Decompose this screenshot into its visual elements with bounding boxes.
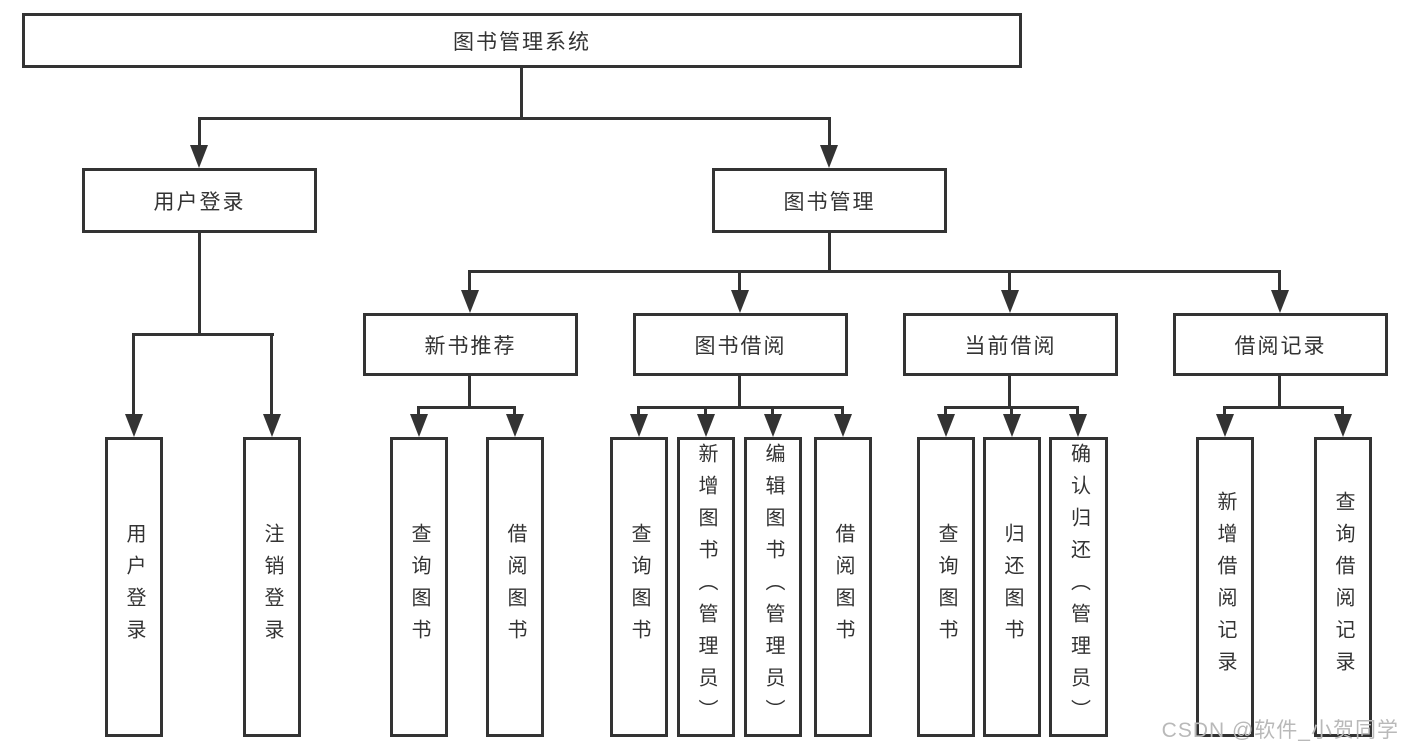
arrow-down-icon bbox=[697, 414, 715, 437]
arrow-down-icon bbox=[506, 414, 524, 437]
arrow-down-icon bbox=[461, 290, 479, 313]
node-book-management: 图书管理 bbox=[712, 168, 947, 233]
connector-drop-leaf-login bbox=[132, 333, 135, 415]
connector-records-stem bbox=[1278, 376, 1281, 409]
leaf-label: 确认归还（管理员） bbox=[1067, 443, 1090, 731]
connector-level2-bar bbox=[198, 117, 831, 120]
arrow-down-icon bbox=[630, 414, 648, 437]
connector-drop-records bbox=[1278, 270, 1281, 292]
arrow-down-icon bbox=[834, 414, 852, 437]
node-book-borrow-label: 图书借阅 bbox=[694, 334, 787, 358]
connector-drop bbox=[513, 406, 516, 416]
arrow-down-icon bbox=[1069, 414, 1087, 437]
leaf-label: 用户登录 bbox=[123, 523, 145, 651]
leaf-label: 查询借阅记录 bbox=[1332, 491, 1354, 683]
leaf-query-borrow-record: 查询借阅记录 bbox=[1314, 437, 1372, 737]
arrow-down-icon bbox=[937, 414, 955, 437]
connector-recommend-stem bbox=[468, 376, 471, 409]
leaf-return-book: 归还图书 bbox=[983, 437, 1041, 737]
leaf-label: 查询图书 bbox=[408, 523, 430, 651]
connector-drop bbox=[771, 406, 774, 416]
leaf-add-book-admin: 新增图书（管理员） bbox=[677, 437, 735, 737]
leaf-recommend-borrow-books: 借阅图书 bbox=[486, 437, 544, 737]
connector-drop bbox=[637, 406, 640, 416]
node-user-login: 用户登录 bbox=[82, 168, 317, 233]
connector-drop bbox=[704, 406, 707, 416]
connector-drop-leaf-logout bbox=[270, 333, 273, 415]
arrow-down-icon bbox=[1334, 414, 1352, 437]
node-current-borrow: 当前借阅 bbox=[903, 313, 1118, 376]
connector-drop-recommend bbox=[468, 270, 471, 292]
leaf-borrow-query-books: 查询图书 bbox=[610, 437, 668, 737]
leaf-label: 借阅图书 bbox=[832, 523, 854, 651]
connector-drop-user-login bbox=[198, 117, 201, 148]
node-user-login-label: 用户登录 bbox=[153, 190, 246, 214]
arrow-down-icon bbox=[125, 414, 143, 437]
connector-drop-book-management bbox=[828, 117, 831, 148]
connector-drop bbox=[841, 406, 844, 416]
arrow-down-icon bbox=[190, 145, 208, 168]
node-borrow-records: 借阅记录 bbox=[1173, 313, 1388, 376]
leaf-label: 注销登录 bbox=[261, 523, 283, 651]
leaf-add-borrow-record: 新增借阅记录 bbox=[1196, 437, 1254, 737]
leaf-label: 新增借阅记录 bbox=[1214, 491, 1236, 683]
arrow-down-icon bbox=[820, 145, 838, 168]
leaf-label: 编辑图书（管理员） bbox=[762, 443, 784, 731]
connector-drop bbox=[944, 406, 947, 416]
node-book-management-label: 图书管理 bbox=[783, 190, 876, 214]
node-book-borrow: 图书借阅 bbox=[633, 313, 848, 376]
node-root-library-system: 图书管理系统 bbox=[22, 13, 1022, 68]
connector-borrow-bar bbox=[637, 406, 844, 409]
arrow-down-icon bbox=[1001, 290, 1019, 313]
connector-drop bbox=[1223, 406, 1226, 416]
connector-drop bbox=[1010, 406, 1013, 416]
connector-root-stem bbox=[520, 68, 523, 118]
arrow-down-icon bbox=[731, 290, 749, 313]
connector-drop-borrow bbox=[738, 270, 741, 292]
connector-user-login-bar bbox=[132, 333, 274, 336]
leaf-edit-book-admin: 编辑图书（管理员） bbox=[744, 437, 802, 737]
node-new-book-recommend-label: 新书推荐 bbox=[424, 334, 517, 358]
leaf-label: 归还图书 bbox=[1001, 523, 1023, 651]
connector-recommend-bar bbox=[417, 406, 516, 409]
arrow-down-icon bbox=[764, 414, 782, 437]
leaf-logout: 注销登录 bbox=[243, 437, 301, 737]
node-borrow-records-label: 借阅记录 bbox=[1234, 334, 1327, 358]
leaf-label: 新增图书（管理员） bbox=[695, 443, 717, 731]
node-root-label: 图书管理系统 bbox=[453, 30, 591, 54]
arrow-down-icon bbox=[1003, 414, 1021, 437]
leaf-recommend-query-books: 查询图书 bbox=[390, 437, 448, 737]
arrow-down-icon bbox=[410, 414, 428, 437]
node-new-book-recommend: 新书推荐 bbox=[363, 313, 578, 376]
node-current-borrow-label: 当前借阅 bbox=[964, 334, 1057, 358]
leaf-label: 查询图书 bbox=[628, 523, 650, 651]
connector-book-management-stem bbox=[828, 233, 831, 273]
connector-drop bbox=[1341, 406, 1344, 416]
leaf-user-login: 用户登录 bbox=[105, 437, 163, 737]
leaf-label: 查询图书 bbox=[935, 523, 957, 651]
connector-drop-current bbox=[1008, 270, 1011, 292]
leaf-current-query-books: 查询图书 bbox=[917, 437, 975, 737]
connector-drop bbox=[417, 406, 420, 416]
arrow-down-icon bbox=[1216, 414, 1234, 437]
leaf-borrow-books: 借阅图书 bbox=[814, 437, 872, 737]
connector-drop bbox=[1076, 406, 1079, 416]
connector-borrow-stem bbox=[738, 376, 741, 409]
leaf-confirm-return-admin: 确认归还（管理员） bbox=[1049, 437, 1108, 737]
connector-current-stem bbox=[1008, 376, 1011, 409]
arrow-down-icon bbox=[263, 414, 281, 437]
leaf-label: 借阅图书 bbox=[504, 523, 526, 651]
connector-level3-bar bbox=[468, 270, 1281, 273]
connector-user-login-stem bbox=[198, 233, 201, 336]
arrow-down-icon bbox=[1271, 290, 1289, 313]
connector-records-bar bbox=[1223, 406, 1344, 409]
csdn-watermark: CSDN @软件_小贺同学 bbox=[1161, 719, 1399, 742]
